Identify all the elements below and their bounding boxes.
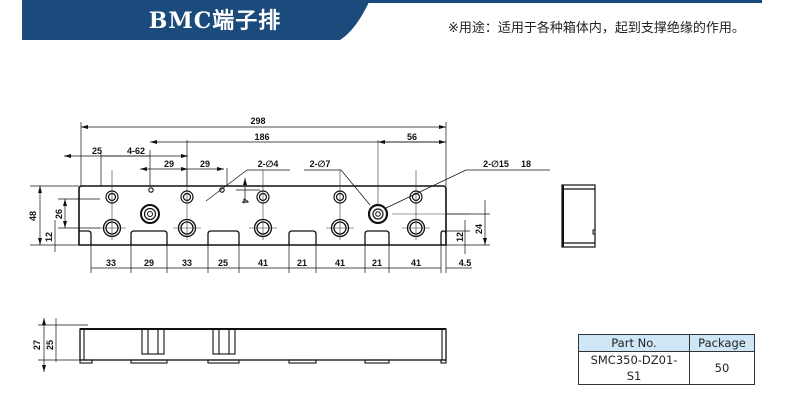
dim-pitch-a: 29 bbox=[164, 159, 174, 169]
header-rule bbox=[22, 0, 762, 3]
title-banner bbox=[22, 0, 370, 40]
small-holes bbox=[148, 187, 225, 193]
dim-bottom-5: 21 bbox=[297, 258, 307, 268]
dim-small-hole-offset: 4 bbox=[240, 198, 250, 203]
slot-left-corner bbox=[79, 230, 92, 245]
dim-bottom-1: 29 bbox=[144, 258, 154, 268]
dim-hole-span: 186 bbox=[254, 132, 269, 142]
dim-bottom-6: 41 bbox=[335, 258, 345, 268]
slot-2 bbox=[207, 230, 240, 245]
usage-note: ※用途：适用于各种箱体内，起到支撑绝缘的作用。 bbox=[448, 21, 745, 36]
cell-part-no: SMC350-DZ01-S1 bbox=[578, 351, 690, 385]
page-title: BMC端子排 bbox=[148, 8, 282, 34]
dim-side-body-height: 25 bbox=[45, 340, 55, 350]
dim-bottom-7: 21 bbox=[372, 258, 382, 268]
slot-1 bbox=[130, 230, 168, 245]
dim-bottom-9: 4.5 bbox=[459, 258, 472, 268]
spec-table-header: Part No. Package bbox=[578, 334, 755, 352]
dim-right-offset: 56 bbox=[407, 132, 417, 142]
dim-left-offset: 25 bbox=[92, 146, 102, 156]
cell-package: 50 bbox=[689, 351, 755, 385]
dim-bottom-3: 25 bbox=[218, 258, 228, 268]
dim-bottom-row-left: 12 bbox=[44, 232, 54, 242]
callout-small-hole: 2-∅4 bbox=[258, 159, 279, 169]
dim-bottom-row-right: 12 bbox=[455, 232, 465, 242]
dim-side-total-height: 27 bbox=[32, 340, 42, 350]
dim-bottom-8: 41 bbox=[411, 258, 421, 268]
top-view bbox=[78, 140, 470, 246]
dimension-labels: 298 186 56 25 4-62 29 29 2-∅4 2-∅7 2-∅15… bbox=[28, 116, 531, 350]
callout-mid-hole: 2-∅7 bbox=[310, 159, 331, 169]
header-band bbox=[22, 0, 762, 40]
dim-large-hole-height: 24 bbox=[474, 224, 484, 234]
large-holes bbox=[140, 203, 389, 225]
dimension-lines bbox=[30, 122, 550, 372]
header-part-no: Part No. bbox=[578, 334, 690, 352]
end-view bbox=[561, 184, 596, 248]
slot-4 bbox=[364, 230, 390, 245]
dim-bottom-2: 33 bbox=[182, 258, 192, 268]
dim-slot-callout: 4-62 bbox=[127, 146, 145, 156]
callout-large-hole: 2-∅15 bbox=[483, 159, 509, 169]
center-lines bbox=[98, 140, 470, 240]
dim-bottom-4: 41 bbox=[258, 258, 268, 268]
upper-holes bbox=[105, 190, 423, 204]
spec-table: Part No. Package SMC350-DZ01-S1 50 bbox=[578, 334, 755, 385]
table-row: SMC350-DZ01-S1 50 bbox=[578, 351, 755, 385]
dim-pitch-b: 29 bbox=[200, 159, 210, 169]
slot-right-end bbox=[440, 230, 447, 245]
dim-bottom-0: 33 bbox=[106, 258, 116, 268]
callout-large-hole-depth: 18 bbox=[521, 159, 531, 169]
dim-overall-length: 298 bbox=[250, 116, 265, 126]
side-view bbox=[79, 328, 447, 364]
dim-row-spacing: 26 bbox=[54, 209, 64, 219]
slot-3 bbox=[288, 230, 317, 245]
header-package: Package bbox=[689, 334, 755, 352]
dim-height: 48 bbox=[28, 211, 38, 221]
